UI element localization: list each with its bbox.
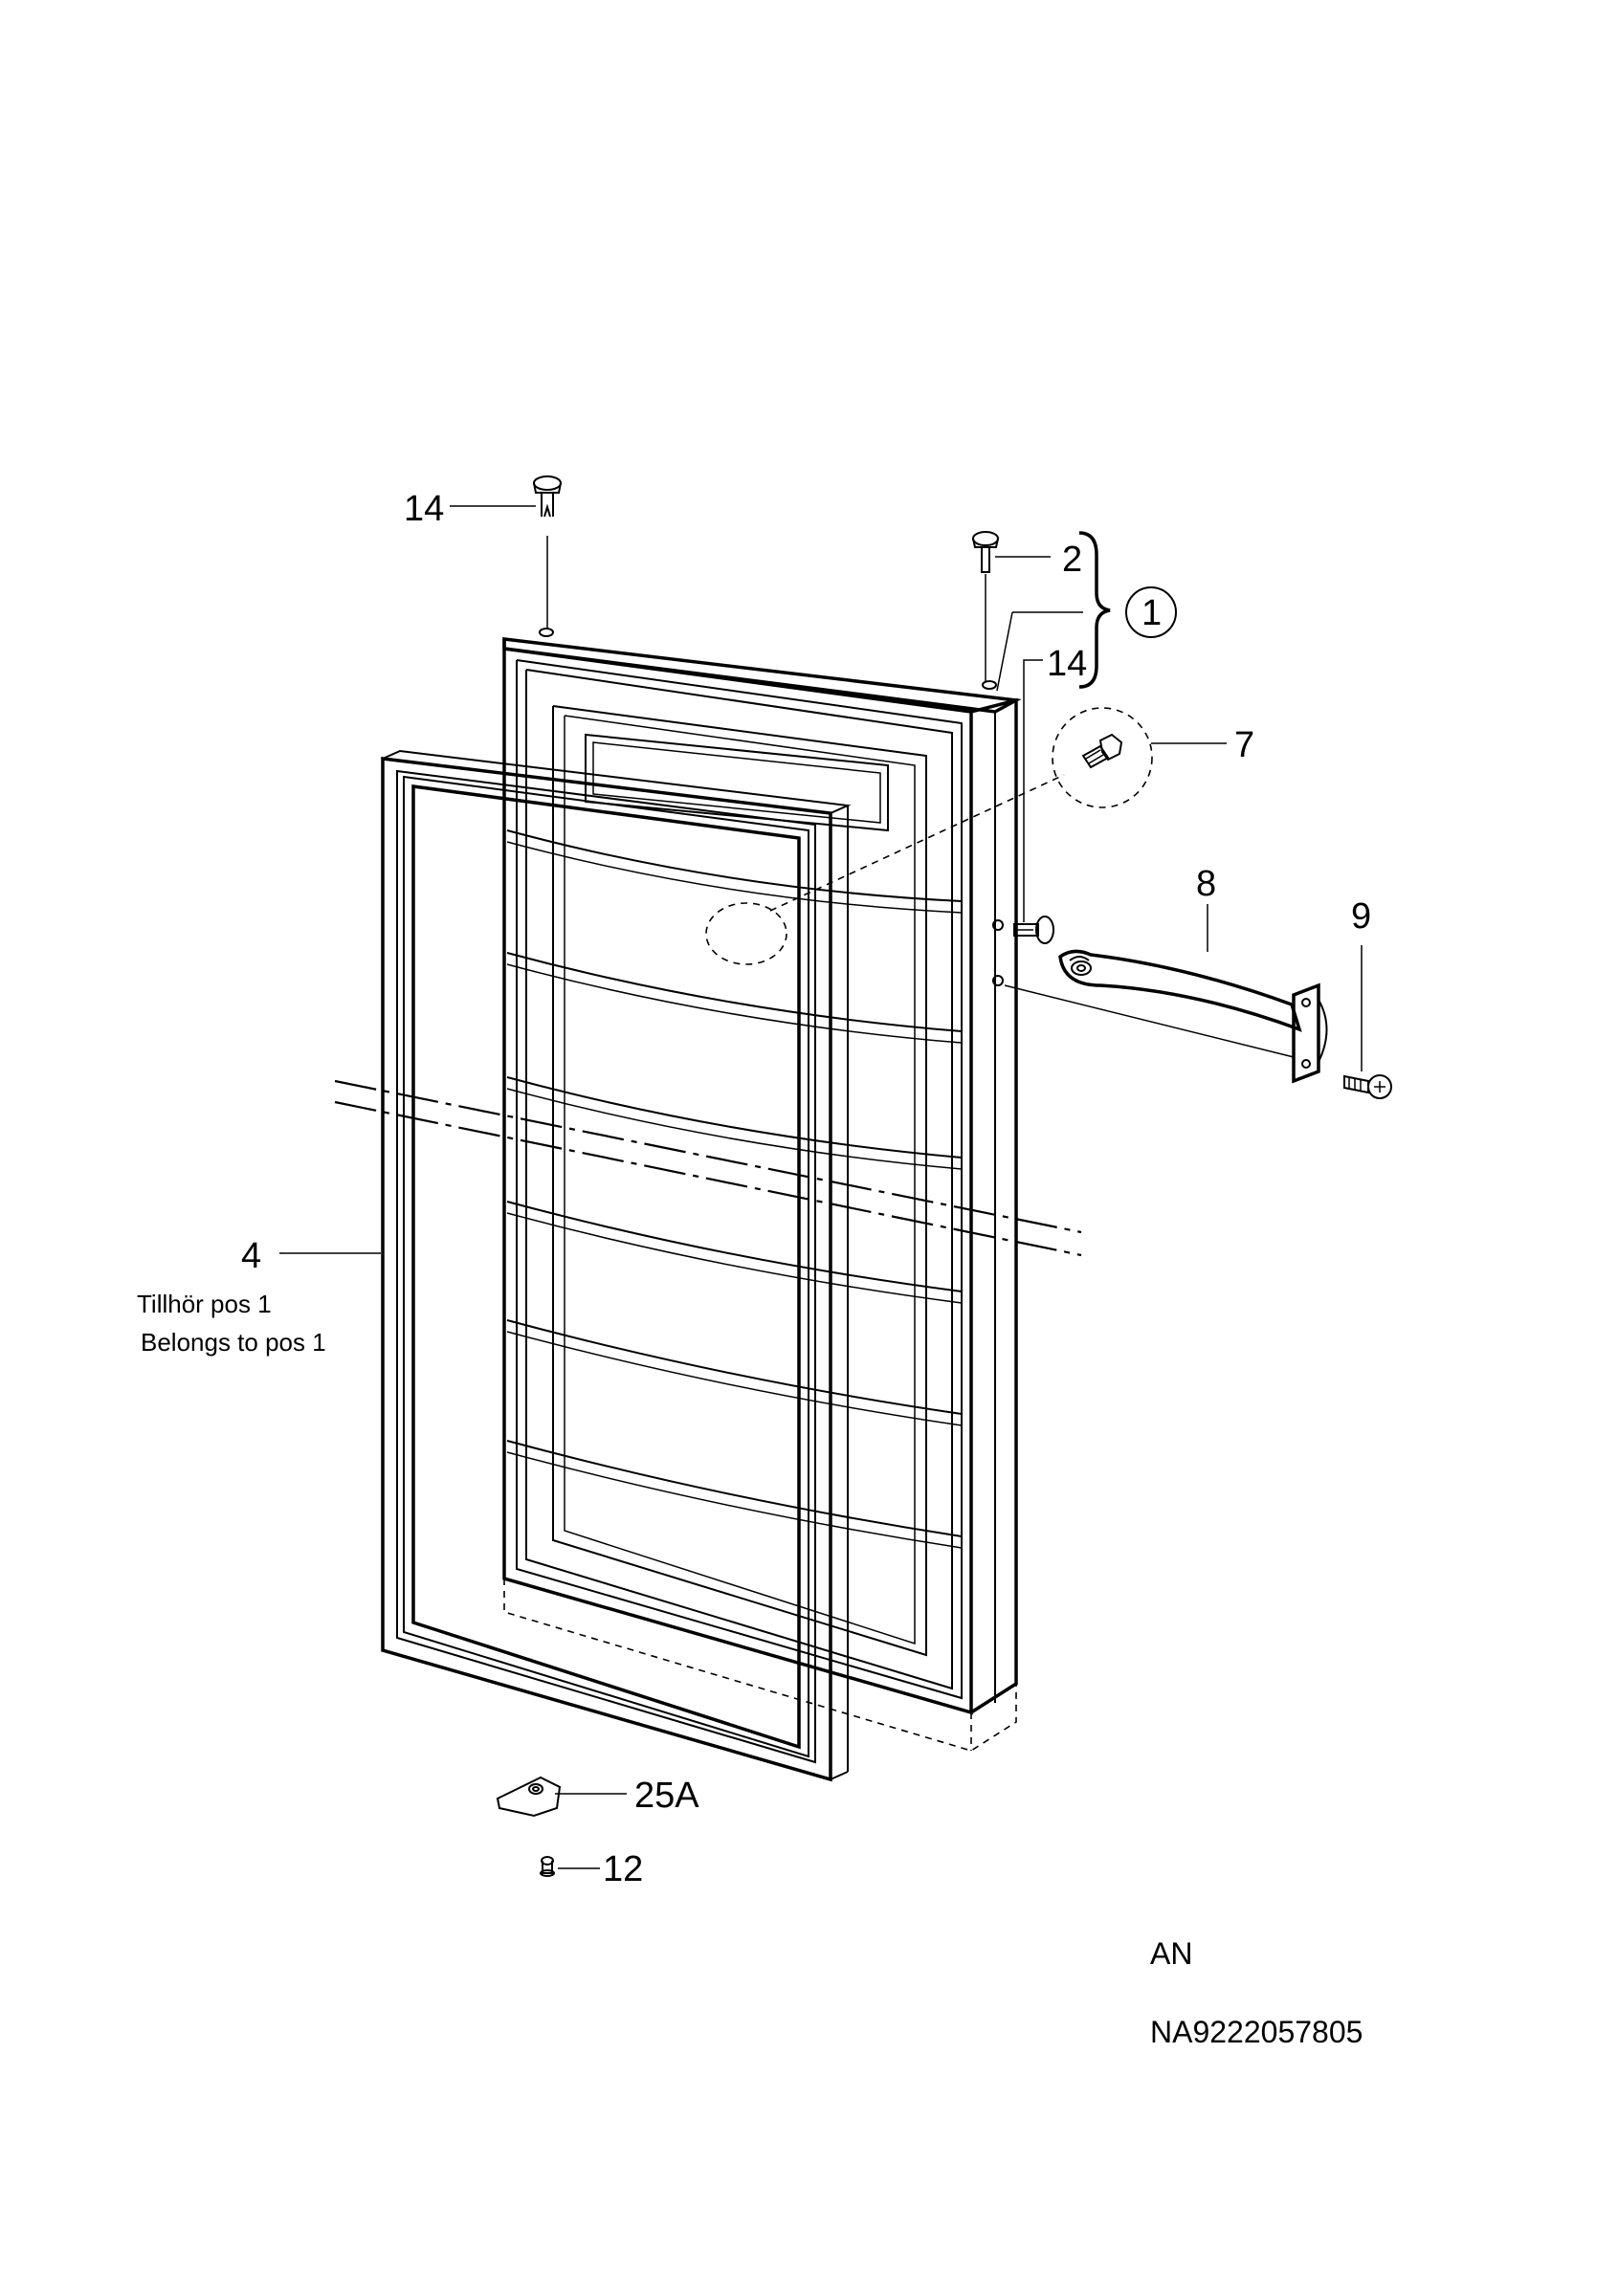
top-pin [533,475,562,518]
label-part-7: 7 [1234,725,1254,765]
note-swedish: Tillhör pos 1 [137,1290,272,1318]
door-panel [502,628,1022,1752]
label-part-14-right: 14 [1047,644,1087,684]
label-part-12: 12 [603,1849,643,1889]
side-pin [1013,916,1054,944]
label-part-14-top: 14 [404,489,444,529]
drawing-number: NA9222057805 [1150,2015,1363,2049]
variant-code: AN [1150,1936,1192,1971]
hinge-pin [972,531,999,573]
label-part-2: 2 [1062,540,1082,580]
label-part-4: 4 [241,1236,261,1276]
leader-lines [279,505,1363,1869]
door-handle [1058,949,1328,1084]
label-part-8: 8 [1196,864,1216,904]
break-line [334,1079,1082,1234]
note-english: Belongs to pos 1 [141,1328,326,1357]
hinge-plate [496,1776,562,1818]
label-part-25a: 25A [634,1776,699,1816]
detail-screw [705,707,1153,965]
door-gasket [381,749,852,1782]
label-part-1: 1 [1141,593,1162,633]
small-screw [540,1856,555,1877]
break-line-2 [334,1100,1082,1257]
handle-screw [1343,1074,1392,1099]
assembly-brace [1078,531,1177,689]
label-part-9: 9 [1351,896,1371,937]
